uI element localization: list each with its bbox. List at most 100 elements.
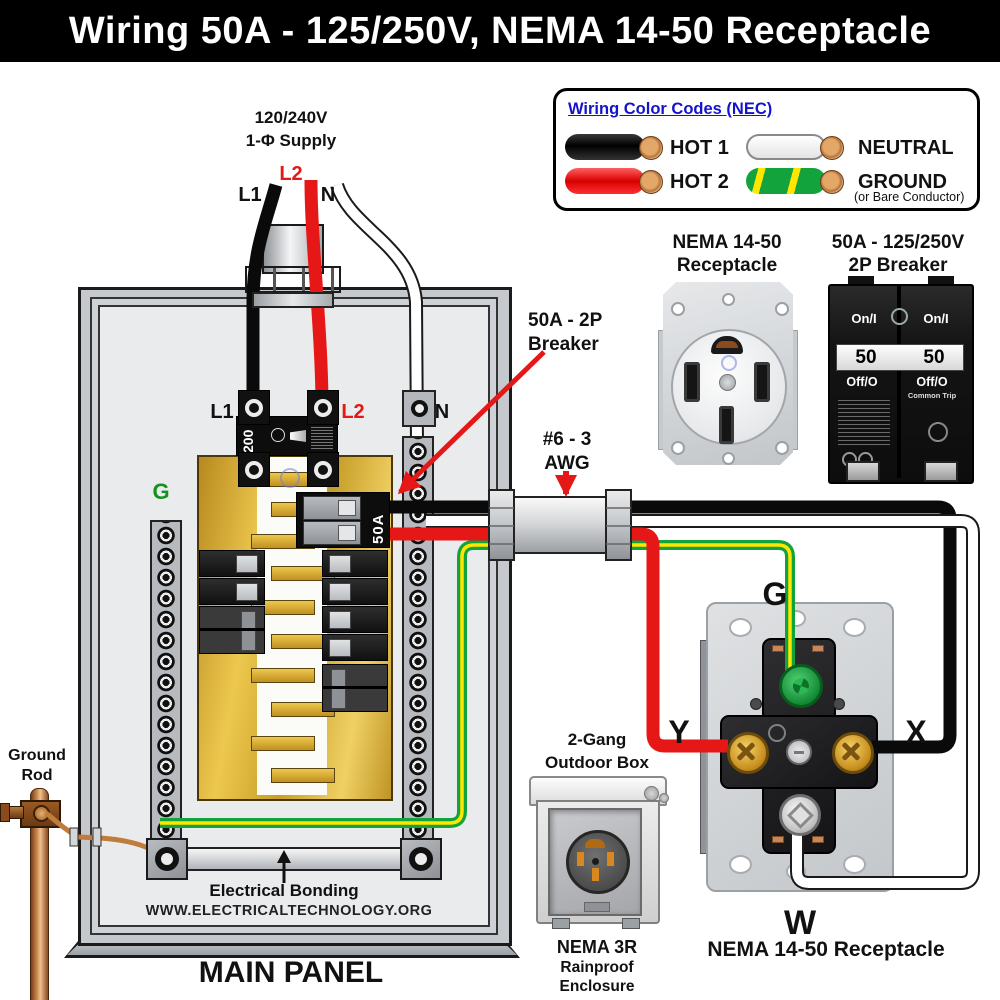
contact-tab bbox=[772, 836, 784, 843]
branch-breaker-2pole bbox=[322, 664, 388, 712]
mounting-hole bbox=[722, 293, 735, 306]
awg-callout-2: AWG bbox=[544, 453, 590, 474]
wiring-color-codes-legend: Wiring Color Codes (NEC) HOT 1 HOT 2 NEU… bbox=[553, 88, 980, 211]
receptacle-back-caption: NEMA 14-50 Receptacle bbox=[707, 938, 945, 961]
plate-screw bbox=[750, 698, 762, 710]
neutral-bus-bar bbox=[402, 436, 434, 858]
box-foot bbox=[552, 918, 570, 929]
breaker-pole bbox=[303, 496, 361, 520]
breaker-callout-2: Breaker bbox=[528, 334, 599, 355]
legend-hot2-label: HOT 2 bbox=[670, 171, 729, 193]
breaker-amp-left: 50 bbox=[855, 347, 877, 368]
terminal-x-label: X bbox=[905, 714, 927, 750]
breaker-toggle bbox=[329, 611, 351, 629]
clamp-bolt-head bbox=[0, 803, 10, 822]
breaker-toggle bbox=[236, 583, 258, 601]
breaker-pole bbox=[303, 521, 361, 545]
breaker-amp-right: 50 bbox=[923, 347, 945, 368]
breaker-toggle bbox=[236, 555, 258, 573]
outdoor-slot bbox=[592, 868, 599, 881]
awg-callout-1: #6 - 3 bbox=[542, 429, 592, 450]
slot-neutral bbox=[711, 336, 743, 354]
pole-toggle bbox=[338, 500, 356, 516]
bulb-icon bbox=[271, 428, 285, 442]
page-title: Wiring 50A - 125/250V, NEMA 14-50 Recept… bbox=[68, 9, 932, 52]
bolt-ring bbox=[155, 847, 179, 871]
branch-breaker bbox=[199, 578, 265, 605]
mounting-hole bbox=[671, 302, 685, 316]
legend-neutral-label: NEUTRAL bbox=[858, 137, 954, 159]
mounting-hole bbox=[671, 441, 685, 455]
website-label: WWW.ELECTRICALTECHNOLOGY.ORG bbox=[145, 903, 433, 919]
supply-phase-label: 1-Φ Supply bbox=[245, 131, 337, 150]
outdoor-box-caption-3: Enclosure bbox=[559, 978, 635, 995]
bonding-bolt bbox=[400, 838, 442, 880]
terminal-x-screw bbox=[832, 732, 874, 774]
plate-screw bbox=[833, 698, 845, 710]
screw-slot bbox=[794, 750, 804, 754]
supply-l1-label: L1 bbox=[238, 184, 262, 206]
main-panel-caption: MAIN PANEL bbox=[198, 956, 384, 989]
hinge-icon bbox=[644, 786, 659, 801]
neutral-wire-swatch bbox=[746, 134, 848, 160]
copper-core-icon bbox=[639, 170, 663, 194]
terminal-w-label: W bbox=[783, 904, 817, 942]
bonding-bolt bbox=[146, 838, 188, 880]
mounting-hole bbox=[729, 618, 752, 637]
main-breaker-200a: 200 bbox=[236, 416, 338, 456]
white-wire-icon bbox=[746, 134, 826, 160]
lug-l2 bbox=[307, 390, 339, 425]
copper-core-icon bbox=[820, 136, 844, 160]
panel-l1-label: L1 bbox=[210, 401, 234, 423]
legend-ground-label: GROUND bbox=[858, 171, 947, 193]
bulb-icon bbox=[928, 422, 948, 442]
breaker-photo-label-2: 2P Breaker bbox=[848, 255, 948, 276]
breaker-off-label: Off/O bbox=[916, 375, 948, 389]
ground-bus-bar bbox=[150, 520, 182, 862]
lug-screw bbox=[314, 460, 332, 479]
ground-rod bbox=[30, 788, 49, 1000]
outdoor-box-label-1: 2-Gang bbox=[567, 730, 627, 749]
legend-ground-note: (or Bare Conductor) bbox=[854, 190, 965, 204]
branch-breaker bbox=[322, 578, 388, 605]
hot2-wire-swatch bbox=[565, 168, 667, 194]
mounting-hole bbox=[775, 441, 789, 455]
breaker-50a-2p: 50A bbox=[296, 492, 390, 548]
legend-title-link[interactable]: Wiring Color Codes (NEC) bbox=[568, 100, 773, 118]
outdoor-face-dot bbox=[592, 858, 599, 865]
mounting-hole bbox=[786, 863, 806, 880]
bonding-label: Electrical Bonding bbox=[209, 881, 359, 900]
receptacle-front-label-2: Receptacle bbox=[676, 255, 778, 276]
lug-main-out bbox=[307, 452, 339, 487]
lug-main-out bbox=[238, 452, 270, 487]
lug-screw bbox=[314, 398, 332, 417]
supply-voltage-label: 120/240V bbox=[254, 108, 328, 127]
slot-hot-left bbox=[684, 362, 700, 402]
lug-screw bbox=[410, 400, 428, 417]
bus-finger bbox=[271, 768, 335, 783]
bulb-watermark bbox=[721, 355, 737, 371]
breaker-divider bbox=[323, 686, 387, 689]
breaker-photo-divider bbox=[897, 286, 901, 478]
supply-l2-label: L2 bbox=[279, 163, 303, 185]
screw-detail bbox=[790, 675, 812, 697]
hinge-icon bbox=[659, 793, 669, 803]
bus-finger bbox=[251, 736, 315, 751]
breaker-toggle bbox=[329, 555, 351, 573]
ground-rod-label-2: Rod bbox=[21, 767, 53, 784]
slot-ground bbox=[719, 406, 734, 444]
ground-wire-swatch bbox=[746, 168, 848, 194]
panel-g-label: G bbox=[152, 479, 170, 504]
red-wire-icon bbox=[565, 168, 645, 194]
mounting-hole bbox=[775, 302, 789, 316]
wall-connector bbox=[69, 827, 79, 847]
terminal-g-label: G bbox=[762, 576, 788, 612]
outdoor-slot bbox=[577, 852, 584, 866]
common-trip-label: Common Trip bbox=[907, 391, 957, 400]
lug-neutral bbox=[402, 390, 436, 427]
box-label-plate bbox=[584, 902, 610, 912]
breaker-callout-1: 50A - 2P bbox=[528, 310, 603, 331]
conduit-body bbox=[511, 496, 609, 554]
receptacle-front-label-1: NEMA 14-50 bbox=[672, 232, 782, 253]
